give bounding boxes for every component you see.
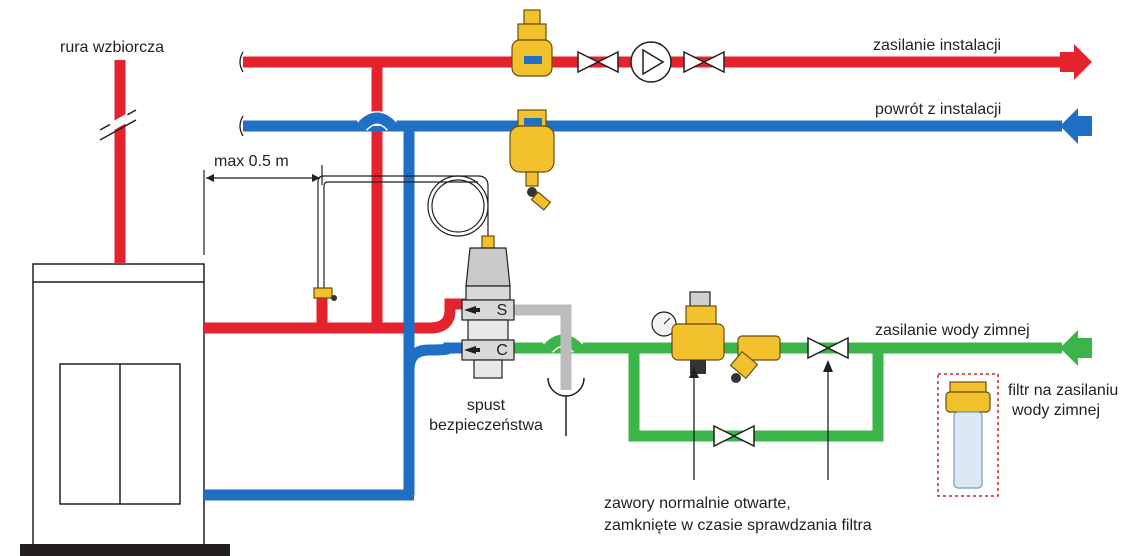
safety-drain-label-2: bezpieczeństwa <box>429 417 543 434</box>
circulation-pump <box>630 41 672 83</box>
return-arrow <box>1060 108 1092 144</box>
valves-label-1: zawory normalnie otwarte, <box>604 495 791 512</box>
overflow-pipe <box>99 60 137 264</box>
port-c-label: C <box>496 342 508 359</box>
cold-water-valve-main <box>807 336 849 360</box>
supply-valve-2 <box>683 50 725 74</box>
cold-water-arrow <box>1060 330 1092 366</box>
supply-valve-1 <box>577 50 619 74</box>
cold-water-supply-label: zasilanie wody zimnej <box>875 322 1030 339</box>
sensor-capillary <box>317 175 489 290</box>
thermostatic-discharge-valve: S C <box>461 235 515 379</box>
air-separator-supply <box>511 9 553 77</box>
return-pipe <box>204 111 1062 501</box>
valve-pointers <box>689 360 833 480</box>
supply-installation-label: zasilanie instalacji <box>873 37 1001 54</box>
pressure-reducing-valve <box>651 291 725 374</box>
return-installation-label: powrót z instalacji <box>875 101 1001 118</box>
dirt-separator-return <box>509 109 555 211</box>
safety-drain-label-1: spust <box>467 397 506 414</box>
filter-label-2: wody zimnej <box>1011 402 1100 419</box>
valves-label-2: zamknięte w czasie sprawdzania filtra <box>604 517 872 534</box>
max-distance-label: max 0.5 m <box>214 153 289 170</box>
y-strainer <box>729 335 781 383</box>
filter-label-1: filtr na zasilaniu <box>1008 382 1118 399</box>
bypass-valve <box>713 424 755 448</box>
overflow-pipe-label: rura wzbiorcza <box>60 39 164 56</box>
max-distance-dimension <box>203 165 323 255</box>
supply-pipe <box>204 51 1062 334</box>
sensor-pocket <box>313 287 337 301</box>
port-s-label: S <box>497 302 508 319</box>
boiler <box>20 263 230 556</box>
safety-drain-pipe <box>510 304 585 436</box>
supply-arrow <box>1060 44 1092 80</box>
water-filter <box>937 373 999 497</box>
